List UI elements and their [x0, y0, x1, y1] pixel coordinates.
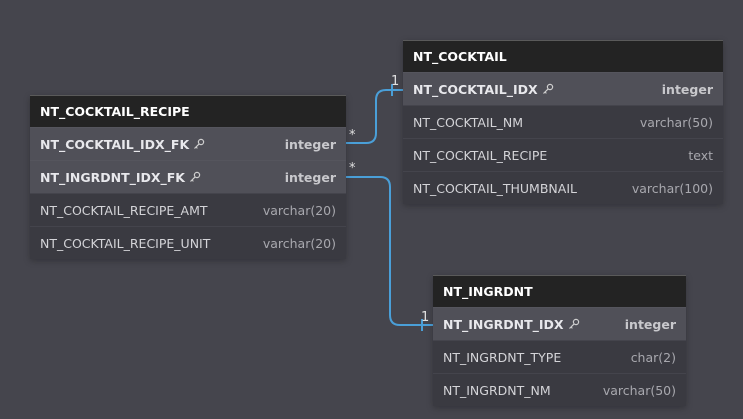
table-row[interactable]: NT_INGRDNT_IDX integer: [433, 307, 686, 340]
column-type: varchar(20): [262, 202, 336, 218]
column-name: NT_COCKTAIL_NM: [413, 114, 524, 130]
column-name-cell: NT_COCKTAIL_IDX: [413, 82, 554, 97]
table-title[interactable]: NT_COCKTAIL_RECIPE: [30, 95, 346, 127]
table-row[interactable]: NT_COCKTAIL_IDX_FK integer: [30, 127, 346, 160]
table-row[interactable]: NT_INGRDNT_IDX_FK integer: [30, 160, 346, 193]
key-icon: [568, 318, 579, 329]
cardinality-many: *: [349, 161, 356, 176]
key-icon: [194, 138, 205, 149]
table-row[interactable]: NT_COCKTAIL_RECIPE text: [403, 138, 723, 171]
column-type: char(2): [630, 349, 676, 365]
column-name: NT_COCKTAIL_RECIPE_AMT: [40, 202, 208, 218]
column-name: NT_COCKTAIL_RECIPE_UNIT: [40, 235, 211, 251]
cardinality-many: *: [349, 128, 356, 143]
table-row[interactable]: NT_COCKTAIL_NM varchar(50): [403, 105, 723, 138]
column-name-cell: NT_INGRDNT_IDX_FK: [40, 170, 201, 185]
table-ingrdnt[interactable]: NT_INGRDNT NT_INGRDNT_IDX integer NT_ING…: [433, 275, 686, 406]
column-type: text: [688, 147, 713, 163]
column-type: integer: [284, 169, 336, 185]
column-type: integer: [624, 316, 676, 332]
table-row[interactable]: NT_INGRDNT_NM varchar(50): [433, 373, 686, 406]
key-icon: [190, 171, 201, 182]
column-type: varchar(50): [639, 114, 713, 130]
column-name: NT_INGRDNT_IDX: [443, 316, 564, 332]
cardinality-one: 1: [421, 310, 430, 325]
table-cocktail[interactable]: NT_COCKTAIL NT_COCKTAIL_IDX integer NT_C…: [403, 40, 723, 204]
column-name: NT_COCKTAIL_THUMBNAIL: [413, 180, 577, 196]
column-name: NT_INGRDNT_NM: [443, 382, 551, 398]
column-name: NT_COCKTAIL_IDX: [413, 81, 538, 97]
column-name: NT_INGRDNT_TYPE: [443, 349, 562, 365]
table-row[interactable]: NT_COCKTAIL_RECIPE_UNIT varchar(20): [30, 226, 346, 259]
key-icon: [542, 83, 553, 94]
column-type: varchar(20): [262, 235, 336, 251]
column-name-cell: NT_COCKTAIL_IDX_FK: [40, 137, 205, 152]
table-row[interactable]: NT_COCKTAIL_THUMBNAIL varchar(100): [403, 171, 723, 204]
cardinality-one: 1: [391, 74, 400, 89]
table-title[interactable]: NT_COCKTAIL: [403, 40, 723, 72]
table-row[interactable]: NT_INGRDNT_TYPE char(2): [433, 340, 686, 373]
column-name: NT_INGRDNT_IDX_FK: [40, 169, 185, 185]
column-type: varchar(50): [602, 382, 676, 398]
table-row[interactable]: NT_COCKTAIL_IDX integer: [403, 72, 723, 105]
column-type: varchar(100): [631, 180, 713, 196]
column-name: NT_COCKTAIL_IDX_FK: [40, 136, 190, 152]
column-type: integer: [661, 81, 713, 97]
table-cocktail-recipe[interactable]: NT_COCKTAIL_RECIPE NT_COCKTAIL_IDX_FK in…: [30, 95, 346, 259]
table-title[interactable]: NT_INGRDNT: [433, 275, 686, 307]
column-type: integer: [284, 136, 336, 152]
column-name: NT_COCKTAIL_RECIPE: [413, 147, 548, 163]
column-name-cell: NT_INGRDNT_IDX: [443, 317, 580, 332]
table-row[interactable]: NT_COCKTAIL_RECIPE_AMT varchar(20): [30, 193, 346, 226]
